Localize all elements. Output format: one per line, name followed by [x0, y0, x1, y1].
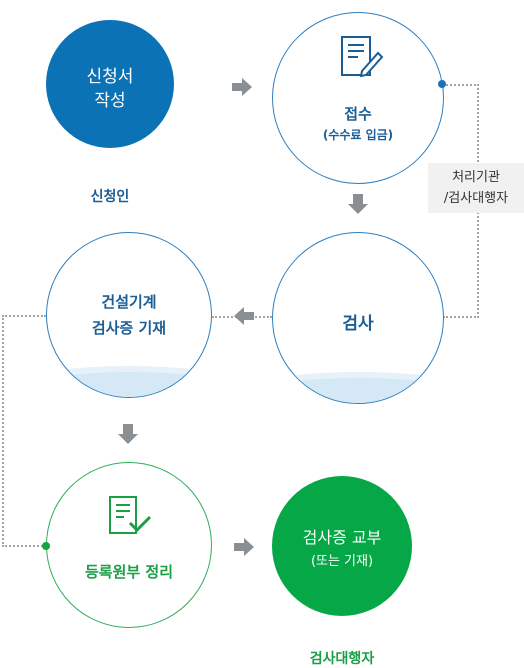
agency-badge: 처리기관 /검사대행자 — [428, 163, 524, 213]
connector-record-left — [2, 315, 46, 317]
node-issue-title: 검사증 교부 — [302, 528, 382, 547]
node-application: 신청서 작성 — [46, 20, 174, 148]
node-receipt: 접수 (수수료 입금) — [272, 12, 444, 184]
node-record-line2: 검사증 기재 — [91, 319, 167, 337]
document-pen-icon — [341, 36, 384, 78]
node-record-line1: 건설기계 — [101, 293, 157, 311]
node-register-title: 등록원부 정리 — [84, 563, 174, 581]
arrow-icon — [234, 538, 254, 556]
arrow-icon — [348, 194, 368, 214]
receipt-connector-dot — [438, 80, 446, 88]
node-register: 등록원부 정리 — [46, 462, 212, 628]
arrow-icon — [232, 78, 252, 96]
agency-label-line1: 처리기관 — [452, 170, 500, 185]
node-application-line1: 신청서 — [86, 67, 134, 87]
connector-register-left — [2, 545, 46, 547]
connector-receipt-right — [443, 84, 479, 86]
node-inspection: 검사 — [272, 232, 444, 404]
node-application-line2: 작성 — [94, 91, 126, 111]
node-receipt-title: 접수 — [344, 105, 372, 123]
inspector-label: 검사대행자 — [309, 651, 375, 667]
agency-label-line2: /검사대행자 — [443, 191, 509, 206]
node-receipt-subtitle: (수수료 입금) — [322, 128, 394, 142]
node-record: 건설기계 검사증 기재 — [46, 232, 212, 398]
arrow-icon — [118, 424, 138, 444]
arrow-icon — [234, 307, 254, 325]
connector-inspection-right — [443, 316, 479, 318]
connector-left-vertical — [2, 315, 4, 547]
record-wave — [47, 366, 211, 397]
node-issue: 검사증 교부 (또는 기재) — [272, 476, 412, 616]
node-issue-subtitle: (또는 기재) — [310, 554, 374, 569]
applicant-label: 신청인 — [90, 189, 130, 205]
register-connector-dot — [42, 542, 50, 550]
inspection-wave — [273, 372, 443, 403]
node-inspection-title: 검사 — [342, 314, 374, 334]
document-check-icon — [109, 496, 152, 534]
